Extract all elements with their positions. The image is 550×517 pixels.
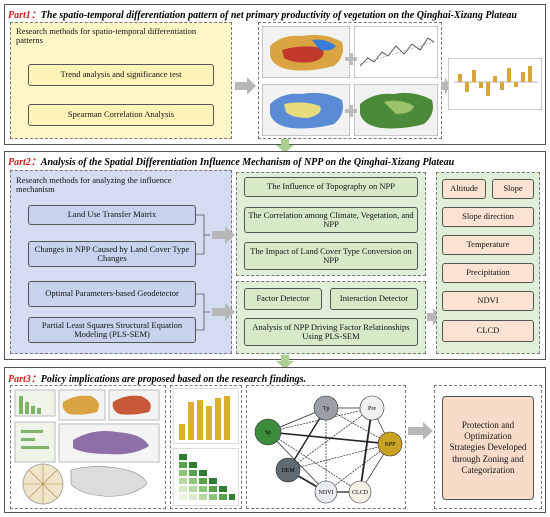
factor-ndvi: NDVI	[442, 291, 534, 311]
npp-anomaly-bar-image	[448, 58, 542, 110]
sem-diagram-panel	[246, 385, 406, 509]
part3-title: Part3：Policy implications are proposed b…	[8, 370, 306, 385]
factor-clcd: CLCD	[442, 320, 534, 342]
q-statistic-bar-image	[173, 388, 239, 444]
spearman-box: Spearman Correlation Analysis	[28, 104, 214, 126]
trend-analysis-box: Trend analysis and significance test	[28, 64, 214, 86]
down-arrow-1	[276, 139, 294, 153]
npp-timeseries-image	[354, 26, 438, 78]
npp-trend-map-image	[262, 26, 350, 78]
interaction-heatmap-image	[173, 448, 239, 506]
sem-node-npp	[377, 431, 403, 457]
plus-icon	[345, 105, 357, 117]
interaction-detector-box: Interaction Detector	[330, 288, 418, 310]
pls-sem-analysis-box: Analysis of NPP Driving Factor Relations…	[244, 318, 418, 346]
spearman-map-image	[262, 84, 350, 136]
plus-icon	[345, 53, 357, 65]
land-use-transfer-box: Land Use Transfer Matrix	[28, 205, 196, 225]
sem-diagram: Tp Pre Sp DEM NDVI CLCD NPP	[254, 395, 403, 504]
factor-slope: Slope	[492, 179, 534, 199]
part2-title: Part2：Analysis of the Spatial Differenti…	[8, 153, 454, 168]
npp-land-cover-change-box: Changes in NPP Caused by Land Cover Type…	[28, 241, 196, 267]
land-cover-conversion-box: The Impact of Land Cover Type Conversion…	[244, 242, 418, 270]
sem-label-npp: NPP	[384, 442, 396, 448]
part2-methods-heading: Research methods for analyzing the influ…	[16, 175, 172, 195]
sem-node-ndvi	[314, 480, 338, 504]
part2-title-text: Analysis of the Spatial Differentiation …	[40, 157, 455, 168]
factor-temperature: Temperature	[442, 235, 534, 255]
part1-number: Part1：	[8, 10, 41, 21]
sem-node-clcd	[348, 480, 372, 504]
conclusion-box: Protection and Optimization Strategies D…	[442, 396, 534, 500]
sem-node-dem	[275, 457, 301, 483]
part1-arrow-2	[441, 77, 450, 95]
part3-number: Part3：	[8, 374, 41, 385]
sem-node-sp	[254, 418, 282, 446]
sem-label-pre: Pre	[368, 406, 376, 412]
part1-results-panel	[258, 22, 442, 139]
method-bracket-lines	[196, 214, 210, 331]
part3-title-text: Policy implications are proposed based o…	[40, 374, 307, 385]
sem-label-tp: Tp	[323, 406, 330, 412]
pls-sem-box: Partial Least Squares Structural Equatio…	[28, 317, 196, 343]
factor-precipitation: Precipitation	[442, 263, 534, 283]
sem-label-ndvi: NDVI	[319, 490, 334, 496]
part2-number: Part2：	[8, 157, 41, 168]
part1-arrow	[235, 77, 256, 95]
part1-methods-heading: Research methods for spatio-temporal dif…	[16, 26, 197, 46]
part2-arrow-1	[212, 226, 235, 244]
geodetector-box: Optimal Parameters-based Geodetector	[28, 281, 196, 307]
part1-title-text: The spatio-temporal differentiation patt…	[40, 10, 517, 21]
sem-label-dem: DEM	[281, 468, 295, 474]
sem-label-sp: Sp	[265, 430, 271, 436]
part3-charts-panel	[170, 385, 242, 509]
part2-arrow-3	[427, 308, 440, 326]
part3-arrow	[408, 422, 433, 440]
part1-title: Part1：The spatio-temporal differentiatio…	[8, 6, 517, 21]
climate-correlation-box: The Correlation among Climate, Vegetatio…	[244, 207, 418, 233]
sem-node-pre	[359, 395, 385, 421]
factor-altitude: Altitude	[442, 179, 486, 199]
sem-node-tp	[313, 395, 339, 421]
down-arrow-2	[276, 355, 294, 369]
conclusion-outer-panel	[434, 385, 542, 509]
factor-slope-direction: Slope direction	[442, 207, 534, 227]
factor-detector-box: Factor Detector	[244, 288, 322, 310]
vegetation-map-image	[354, 84, 438, 136]
part2-arrow-2	[212, 303, 235, 321]
land-transfer-figure-image	[13, 388, 163, 506]
sem-label-clcd: CLCD	[352, 490, 369, 496]
topography-box: The Influence of Topography on NPP	[244, 177, 418, 197]
part3-figures-panel	[10, 385, 166, 509]
